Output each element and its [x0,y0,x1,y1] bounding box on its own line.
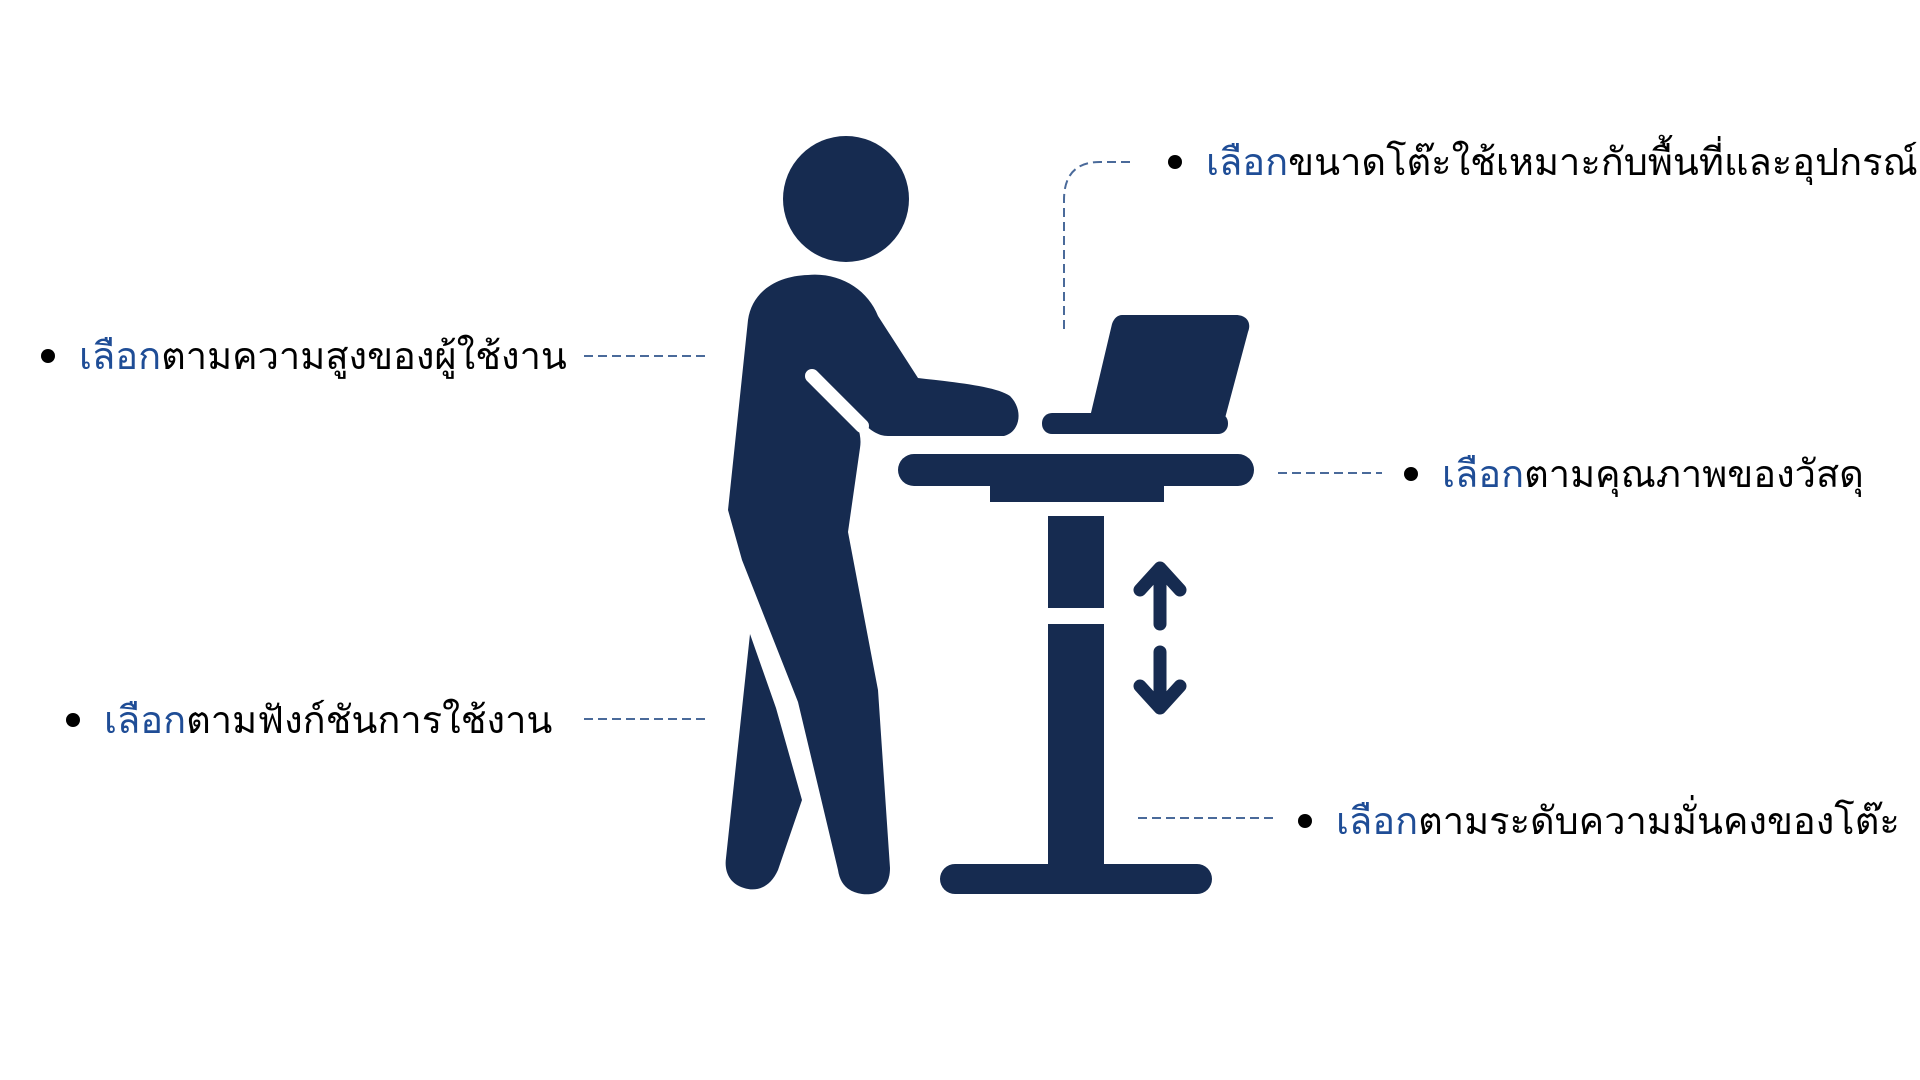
connector-lines [584,161,1382,819]
label-keyword: เลือก [1336,799,1419,843]
arrow-down-icon [1133,645,1187,715]
label-text: ตามความสูงของผู้ใช้งาน [161,334,567,378]
person-front-leg [725,634,802,890]
standing-desk-icon [898,454,1254,894]
label-keyword: เลือก [1206,140,1289,184]
desk-top-bracket [990,486,1164,502]
label-stability: เลือกตามระดับความมั่นคงของโต๊ะ [1298,802,1900,840]
person-body [728,274,1019,895]
desk-top [898,454,1254,486]
laptop-icon [1042,315,1250,434]
label-material-quality: เลือกตามคุณภาพของวัสดุ [1404,455,1864,493]
person-standing-icon [725,136,1019,895]
bullet-icon [1298,814,1312,828]
label-text: ขนาดโต๊ะใช้เหมาะกับพื้นที่และอุปกรณ์ [1288,140,1918,184]
up-down-arrows-icon [1133,561,1187,715]
label-function: เลือกตามฟังก์ชันการใช้งาน [66,701,552,739]
label-text: ตามคุณภาพของวัสดุ [1524,452,1864,496]
label-keyword: เลือก [79,334,162,378]
laptop-screen [1086,315,1250,434]
bullet-icon [41,349,55,363]
person-head [783,136,909,262]
label-desk-size: เลือกขนาดโต๊ะใช้เหมาะกับพื้นที่และอุปกรณ… [1168,143,1918,181]
bullet-icon [1404,467,1418,481]
laptop-base [1042,413,1228,434]
arrow-up-icon [1133,561,1187,631]
desk-column-upper [1048,516,1104,608]
label-keyword: เลือก [104,698,187,742]
desk-foot [940,864,1212,894]
desk-column-lower [1048,624,1104,880]
bullet-icon [66,713,80,727]
label-user-height: เลือกตามความสูงของผู้ใช้งาน [41,337,567,375]
connector-top-right [1063,161,1130,330]
label-text: ตามฟังก์ชันการใช้งาน [186,698,553,742]
label-keyword: เลือก [1442,452,1525,496]
bullet-icon [1168,155,1182,169]
label-text: ตามระดับความมั่นคงของโต๊ะ [1418,799,1900,843]
person-arm-gap [805,369,869,433]
